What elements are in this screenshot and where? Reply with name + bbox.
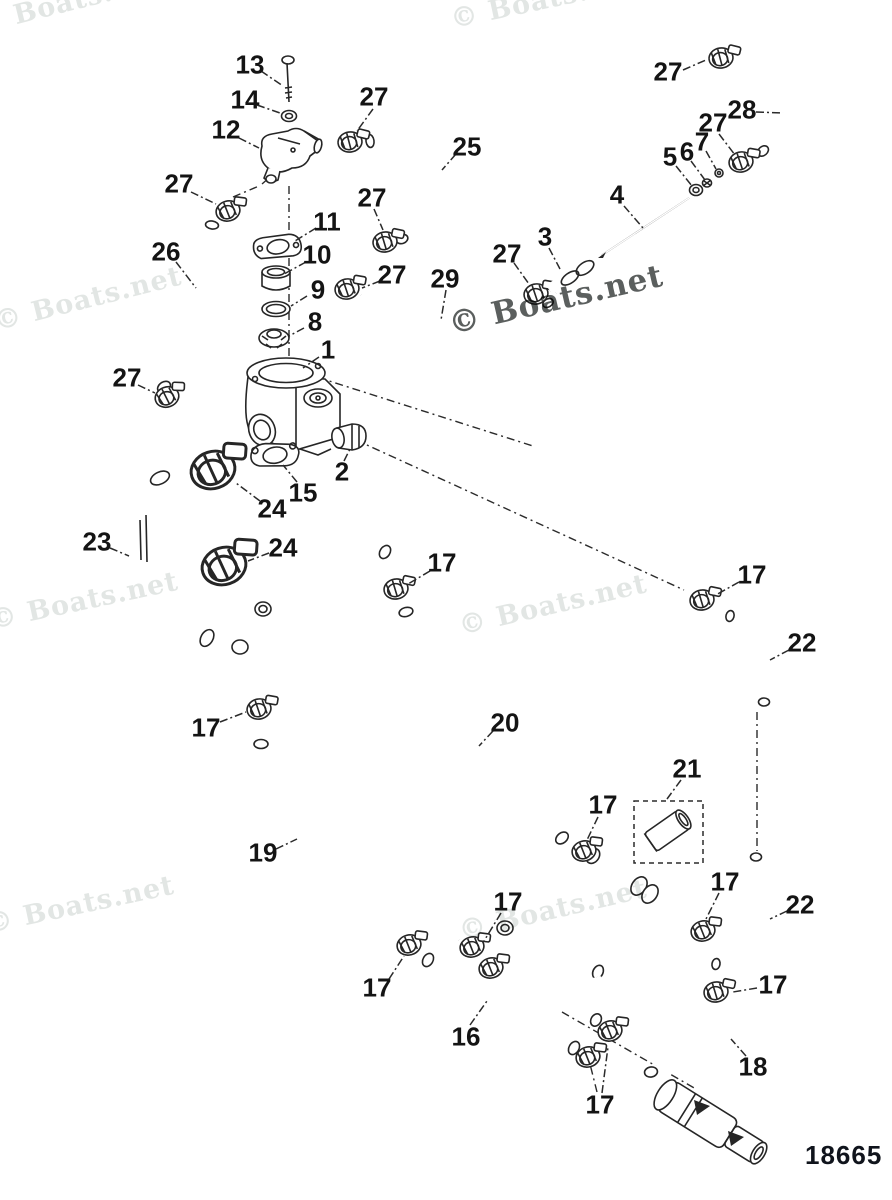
leader-line [356, 108, 374, 132]
leader-line [260, 70, 284, 87]
flow-arrow [728, 1131, 744, 1146]
hose-22-upper [725, 609, 771, 707]
part-10-cup [261, 265, 291, 291]
hose-26 [156, 220, 220, 394]
leader-line [548, 247, 561, 270]
part-7-nut [714, 168, 724, 178]
hose-22-lower [711, 852, 763, 971]
leader-line [713, 581, 740, 597]
part-13-bolt [281, 55, 295, 103]
part-14-washer [280, 109, 298, 123]
leader-line [732, 987, 758, 993]
leader-line [219, 711, 247, 723]
part-12-cover [260, 127, 323, 184]
leader-line [483, 912, 502, 942]
part-2-fitting [331, 423, 367, 451]
leader-line [238, 137, 260, 149]
tee-assembly [493, 917, 605, 1019]
leader-line [769, 910, 788, 920]
part-11-gasket [252, 233, 303, 260]
hose-20 [398, 606, 570, 845]
leader-line [755, 111, 784, 114]
hose-18 [589, 980, 764, 1078]
hose-29 [357, 291, 537, 336]
water-tube [231, 544, 392, 655]
clamp-17 [687, 583, 726, 613]
clamp-24 [183, 435, 258, 496]
leader-line [718, 133, 736, 156]
leader-line [373, 208, 384, 231]
leader-line [666, 779, 682, 800]
leader-line [235, 482, 261, 502]
hose-19 [251, 710, 462, 945]
leader-line [388, 955, 405, 980]
leader-line [586, 816, 599, 841]
clamp-17 [243, 691, 283, 723]
leader-line [294, 227, 317, 242]
leader-line [478, 730, 494, 747]
clamp-17 [475, 950, 516, 982]
part-5-washer [688, 183, 704, 197]
part-15-gasket [250, 442, 300, 467]
part-4-rod [598, 197, 690, 258]
leader-line [601, 1046, 609, 1094]
leader-line [256, 104, 281, 114]
pump-fitting [653, 1079, 768, 1165]
leader-lines [109, 59, 790, 1094]
leader-line [682, 59, 707, 71]
part-6-spring [701, 178, 713, 188]
hose-28 [729, 58, 795, 157]
hose-25 [365, 130, 442, 245]
leader-line [290, 295, 308, 307]
leader-line [730, 1038, 747, 1057]
leader-line [288, 327, 305, 337]
inline-coupler [585, 847, 701, 932]
leader-line [137, 384, 156, 394]
construction-lines [232, 170, 758, 1093]
leader-line [705, 892, 720, 920]
clamp-17 [393, 927, 434, 959]
clamp-24 [194, 531, 269, 592]
leader-line [690, 160, 706, 181]
leader-line [440, 289, 447, 321]
hose-16 [421, 952, 581, 1056]
clamp-17 [456, 929, 497, 961]
leader-line [247, 552, 270, 562]
leader-line [275, 838, 298, 850]
leader-line [175, 261, 197, 289]
leader-line [109, 547, 130, 557]
clamp-17 [381, 572, 420, 602]
leader-line [361, 280, 381, 289]
leader-line [705, 150, 717, 170]
leader-line [469, 1000, 488, 1026]
clamp-27 [212, 193, 253, 225]
part-8-thermostat [258, 328, 290, 349]
clamp-27 [725, 144, 765, 176]
diagram-number: 18665 [805, 1140, 883, 1170]
part-1-housing [244, 357, 341, 456]
leader-line [675, 165, 693, 187]
flow-arrow [694, 1100, 710, 1115]
leader-line [441, 153, 457, 171]
leader-line [623, 205, 644, 229]
leader-line [190, 191, 217, 205]
part-3-fitting [542, 259, 595, 309]
leader-line [513, 262, 530, 285]
part-9-oring [261, 300, 291, 318]
leader-line [282, 464, 298, 483]
part-21-insert [633, 800, 704, 864]
leader-line [769, 649, 790, 661]
leader-line [343, 448, 351, 462]
leader-line [302, 356, 320, 369]
leader-line [407, 570, 431, 585]
leader-line [283, 261, 307, 275]
hose-23 [120, 470, 215, 648]
